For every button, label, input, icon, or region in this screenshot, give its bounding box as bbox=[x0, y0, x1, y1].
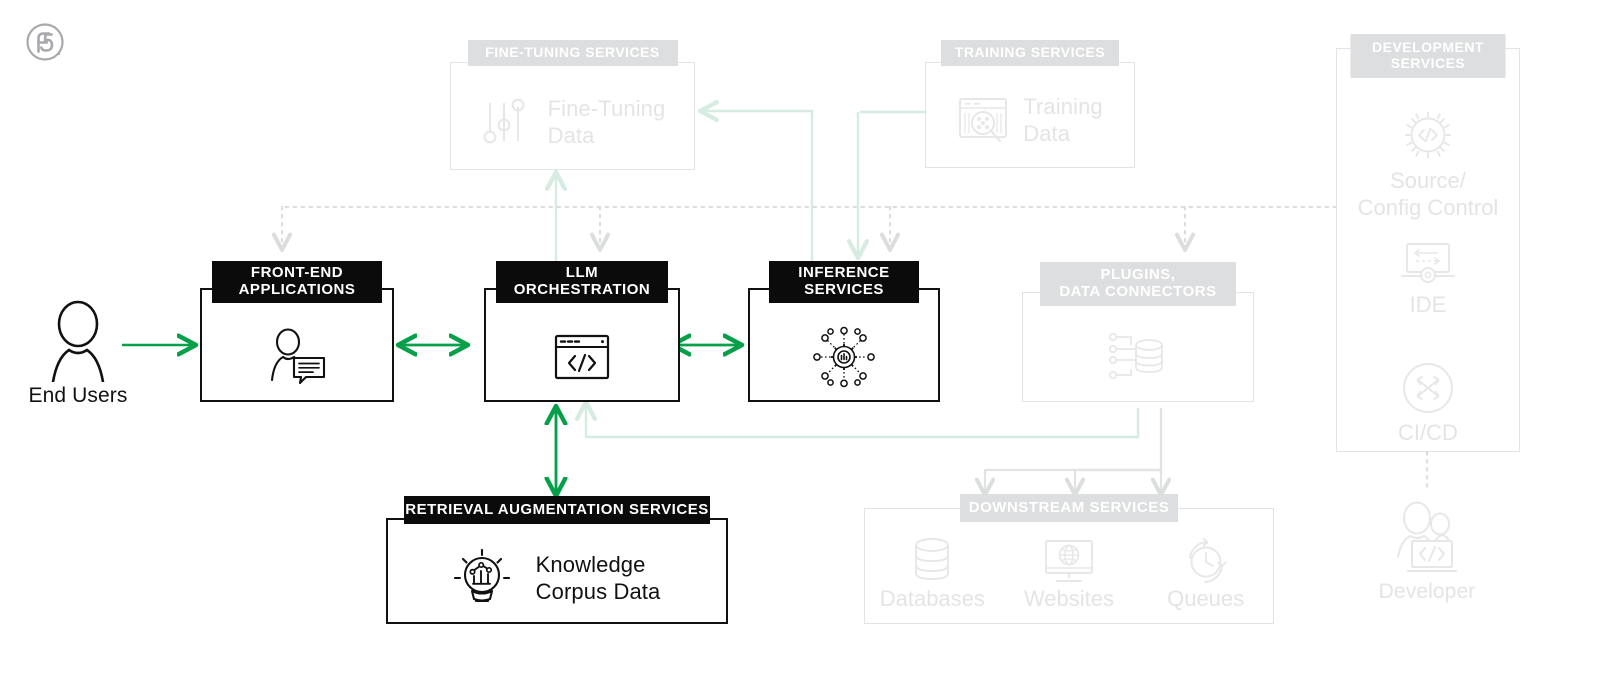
monitor-globe-icon bbox=[1045, 540, 1093, 582]
user-chat-icon bbox=[270, 328, 326, 385]
downstream-item-websites[interactable]: Websites bbox=[1001, 538, 1136, 612]
node-fine-tuning-services[interactable]: FINE-TUNING SERVICES Fine-Tuning Data bbox=[450, 40, 695, 170]
dev-item-cicd[interactable]: CI/CD bbox=[1336, 360, 1520, 447]
websites-label: Websites bbox=[1023, 586, 1115, 611]
developer-label: Developer bbox=[1378, 580, 1476, 603]
downstream-services-header: DOWNSTREAM SERVICES bbox=[960, 494, 1178, 522]
code-window-icon bbox=[554, 334, 610, 380]
database-icon bbox=[915, 538, 950, 580]
cicd-label: CI/CD bbox=[1398, 420, 1458, 445]
database-connector-icon bbox=[1108, 332, 1163, 380]
retrieval-augmentation-services-header: RETRIEVAL AUGMENTATION SERVICES bbox=[404, 496, 710, 524]
node-front-end-applications[interactable]: FRONT-END APPLICATIONS bbox=[200, 261, 394, 402]
node-retrieval-augmentation-services[interactable]: RETRIEVAL AUGMENTATION SERVICES bbox=[386, 496, 728, 624]
end-users-actor: End Users bbox=[18, 300, 138, 408]
dev-item-ide[interactable]: IDE bbox=[1336, 240, 1520, 319]
data-search-icon bbox=[959, 98, 1008, 143]
front-end-applications-header: FRONT-END APPLICATIONS bbox=[212, 261, 382, 303]
node-training-services[interactable]: TRAINING SERVICES Training Data bbox=[925, 40, 1135, 168]
node-inference-services[interactable]: INFERENCE SERVICES bbox=[748, 261, 940, 402]
person-icon bbox=[51, 300, 105, 382]
developer-laptop-icon bbox=[1397, 501, 1457, 572]
f5-logo bbox=[25, 22, 65, 62]
fine-tuning-services-header: FINE-TUNING SERVICES bbox=[467, 40, 678, 66]
source-config-control-label: Source/ Config Control bbox=[1357, 168, 1499, 220]
gear-code-icon bbox=[1405, 112, 1451, 158]
dev-item-source-config-control[interactable]: Source/ Config Control bbox=[1336, 106, 1520, 222]
databases-label: Databases bbox=[879, 586, 985, 611]
downstream-item-databases[interactable]: Databases bbox=[865, 536, 1000, 612]
training-services-header: TRAINING SERVICES bbox=[941, 40, 1119, 66]
fine-tuning-data-label: Fine-Tuning Data bbox=[547, 96, 666, 148]
ide-label: IDE bbox=[1409, 292, 1447, 317]
node-plugins-data-connectors[interactable]: PLUGINS, DATA CONNECTORS bbox=[1022, 262, 1254, 402]
queues-label: Queues bbox=[1167, 586, 1245, 611]
node-development-services[interactable]: DEVELOPMENT SERVICES bbox=[1336, 34, 1520, 452]
knowledge-corpus-data-label: Knowledge Corpus Data bbox=[535, 552, 661, 604]
lightbulb-chart-icon bbox=[453, 549, 510, 603]
inference-services-header: INFERENCE SERVICES bbox=[769, 261, 919, 303]
training-data-label: Training Data bbox=[1023, 94, 1103, 146]
end-users-label: End Users bbox=[28, 384, 128, 407]
laptop-gear-icon bbox=[1401, 243, 1455, 283]
clock-loop-icon bbox=[1188, 538, 1227, 583]
llm-orchestration-header: LLM ORCHESTRATION bbox=[496, 261, 668, 303]
node-llm-orchestration[interactable]: LLM ORCHESTRATION bbox=[484, 261, 680, 402]
downstream-item-queues[interactable]: Queues bbox=[1138, 536, 1273, 612]
sliders-icon bbox=[483, 98, 524, 144]
plugins-data-connectors-header: PLUGINS, DATA CONNECTORS bbox=[1040, 262, 1236, 306]
developer-actor: Developer bbox=[1352, 500, 1502, 604]
node-downstream-services[interactable]: DOWNSTREAM SERVICES Databases bbox=[864, 494, 1274, 624]
cicd-loop-icon bbox=[1403, 363, 1453, 413]
development-services-header: DEVELOPMENT SERVICES bbox=[1350, 34, 1506, 78]
gear-hub-icon bbox=[813, 326, 875, 388]
